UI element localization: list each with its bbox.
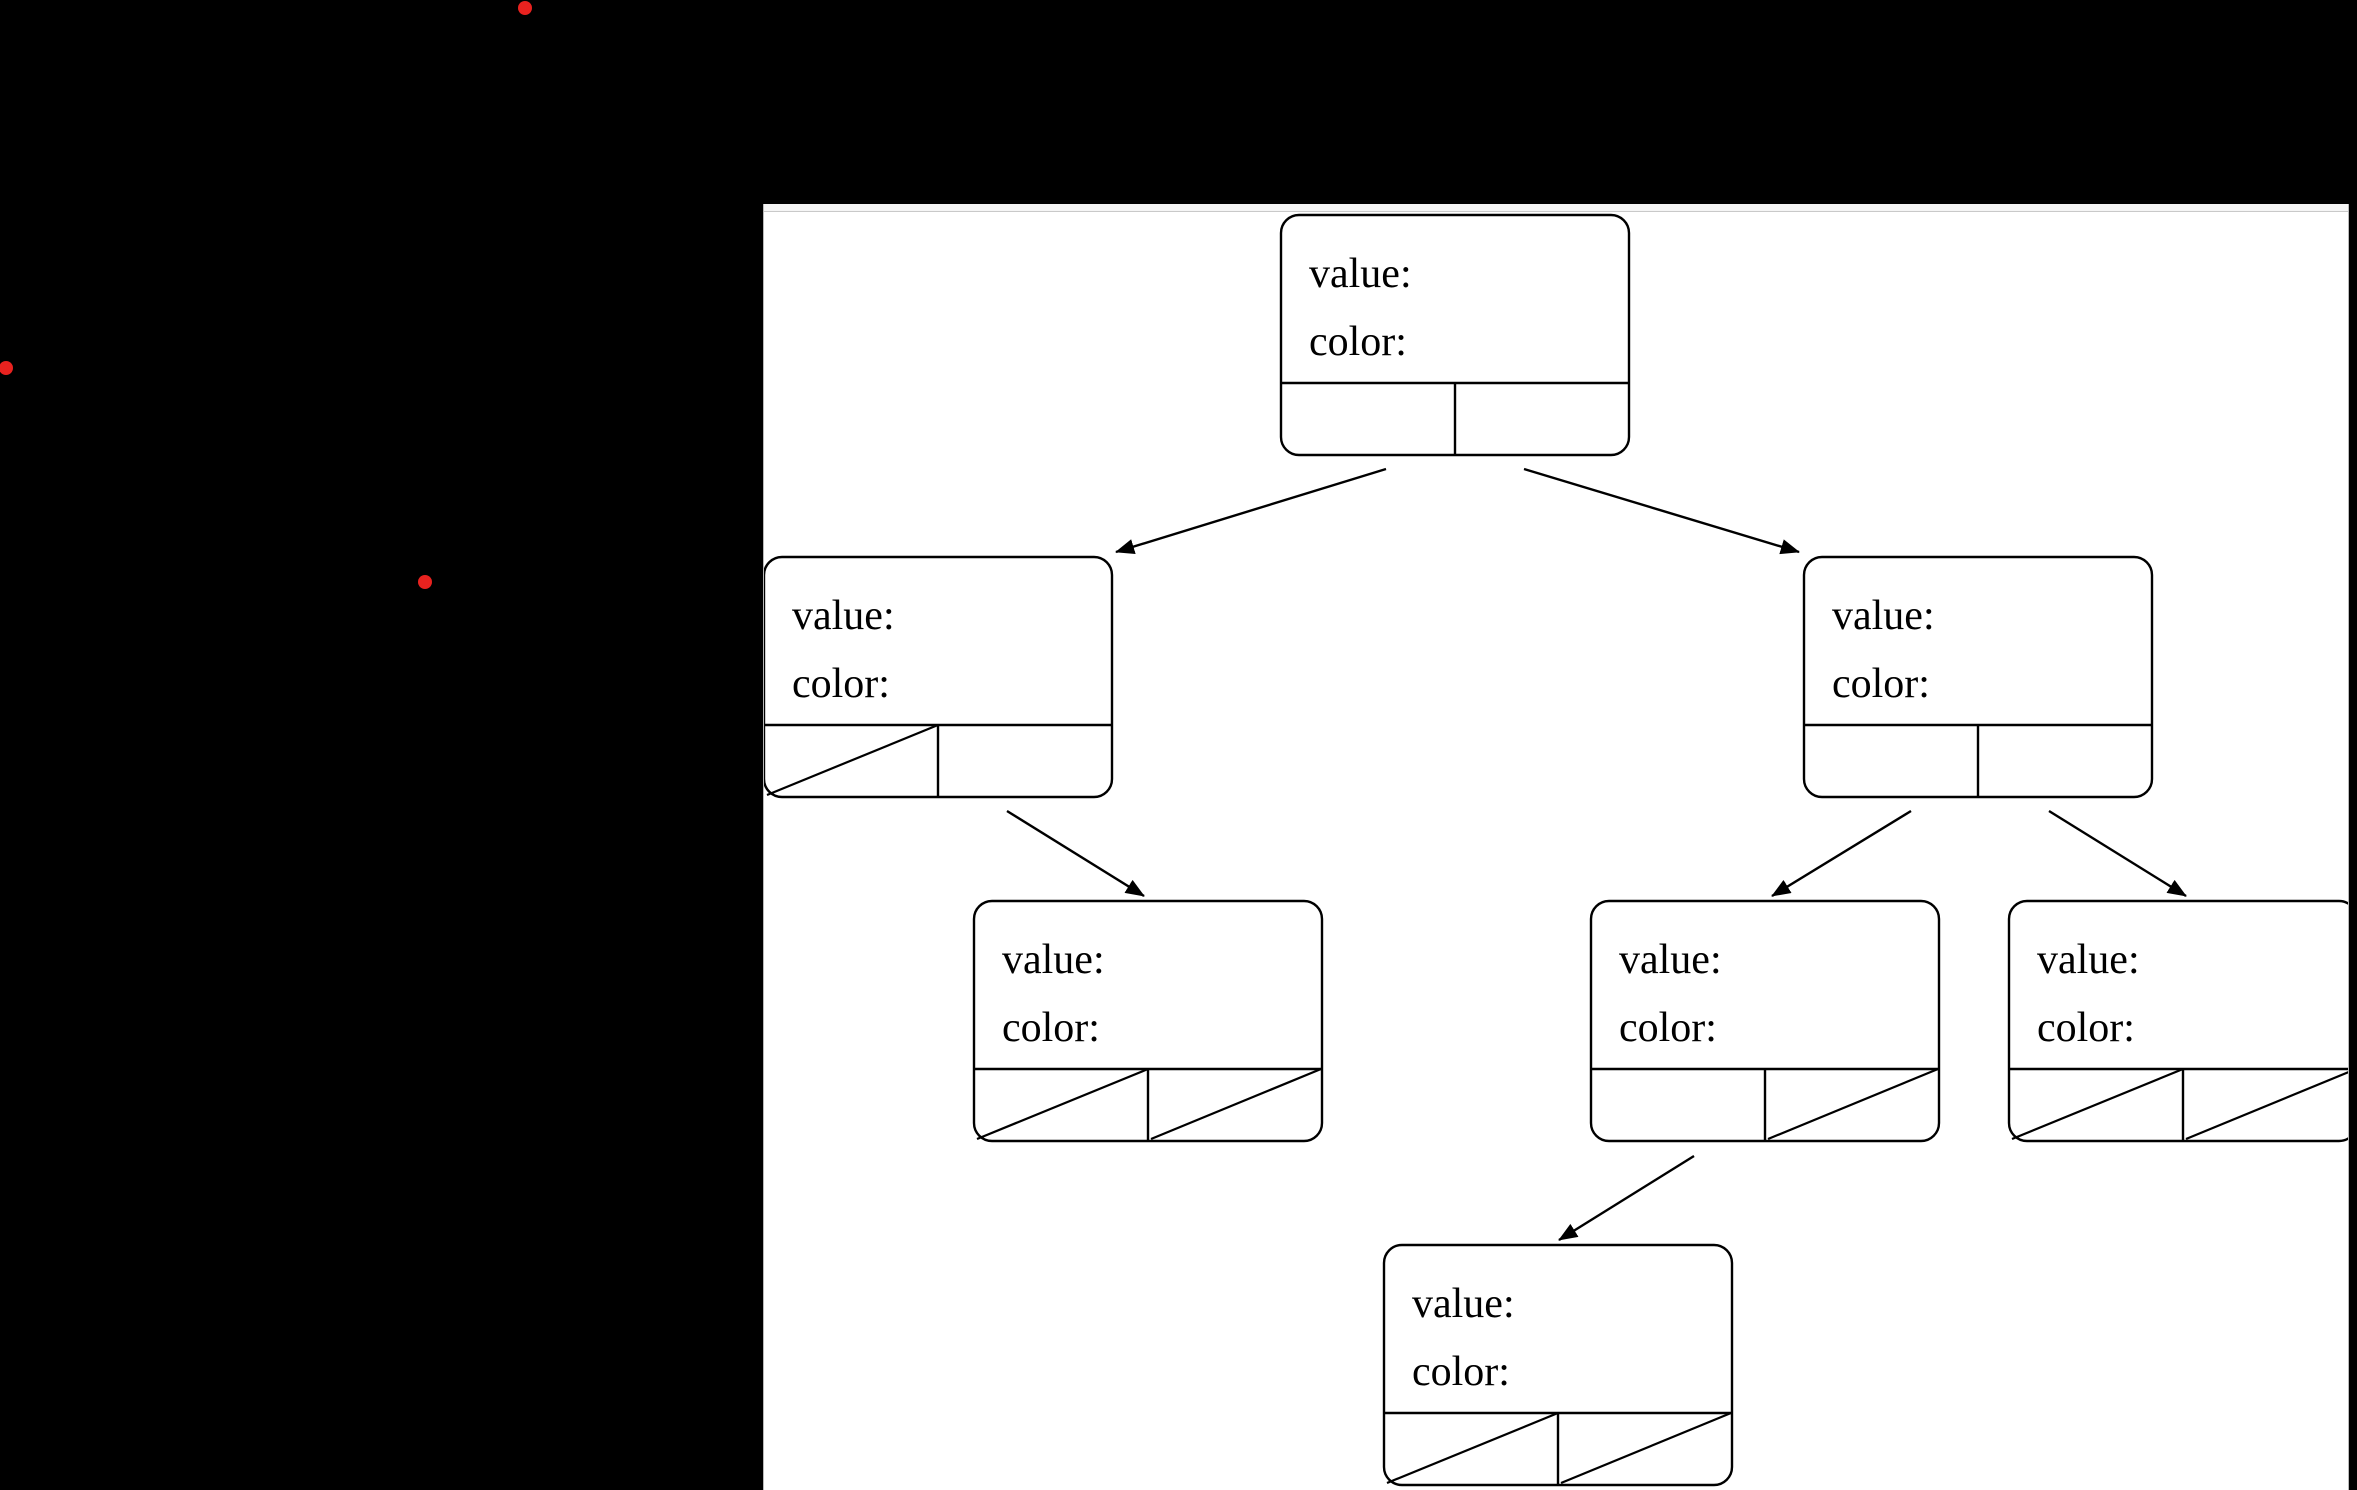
marker-dot-top <box>518 1 532 15</box>
edge-left-child-to-grandchild <box>1006 809 1145 898</box>
edge-right-child-to-right-grandchild <box>2048 809 2187 898</box>
node-value-label: value: <box>1412 1281 1515 1327</box>
nodes-layer: value:color:value:color:value:color:valu… <box>764 213 2349 1487</box>
marker-dot-left <box>0 361 13 375</box>
node-graph: value:color:value:color:value:color:valu… <box>764 213 2349 1487</box>
node-color-label: color: <box>1412 1349 1510 1395</box>
edge-grandchild-to-deep-leaf <box>1558 1154 1695 1242</box>
node-value-label: value: <box>792 593 895 639</box>
node-right-left-grandchild[interactable]: value: color: <box>1589 899 1941 1143</box>
edges-layer <box>1006 467 2187 1242</box>
edge-root-to-right-child <box>1523 467 1800 555</box>
left-null-pointer-slash <box>1386 1411 1559 1485</box>
edge-root-to-left-child <box>1115 467 1387 554</box>
right-null-pointer-slash <box>1150 1067 1322 1141</box>
right-null-pointer-slash <box>1767 1067 1939 1141</box>
node-root[interactable]: value: color: <box>1279 213 1631 457</box>
node-deep-leaf[interactable]: value: color: <box>1382 1243 1734 1487</box>
node-left-child[interactable]: value: color: <box>764 555 1114 799</box>
node-right-right-grandchild[interactable]: value: color: <box>2007 899 2349 1143</box>
node-color-label: color: <box>1002 1005 1100 1051</box>
right-null-pointer-slash <box>1560 1411 1732 1485</box>
node-color-label: color: <box>1619 1005 1717 1051</box>
node-value-label: value: <box>1832 593 1935 639</box>
node-color-label: color: <box>2037 1005 2135 1051</box>
marker-dot-middle <box>418 575 432 589</box>
node-value-label: value: <box>1002 937 1105 983</box>
left-null-pointer-slash <box>2011 1067 2184 1141</box>
node-right-child[interactable]: value: color: <box>1802 555 2154 799</box>
diagram-canvas-panel[interactable]: value:color:value:color:value:color:valu… <box>763 204 2349 1490</box>
node-color-label: color: <box>1832 661 1930 707</box>
node-value-label: value: <box>2037 937 2140 983</box>
node-left-right-grandchild[interactable]: value: color: <box>972 899 1324 1143</box>
left-null-pointer-slash <box>766 723 939 797</box>
node-value-label: value: <box>1619 937 1722 983</box>
node-color-label: color: <box>792 661 890 707</box>
node-value-label: value: <box>1309 251 1412 297</box>
node-color-label: color: <box>1309 319 1407 365</box>
right-null-pointer-slash <box>2185 1071 2348 1141</box>
edge-right-child-to-left-grandchild <box>1771 809 1912 898</box>
left-null-pointer-slash <box>976 1067 1149 1141</box>
canvas-top-strip <box>764 204 2348 212</box>
